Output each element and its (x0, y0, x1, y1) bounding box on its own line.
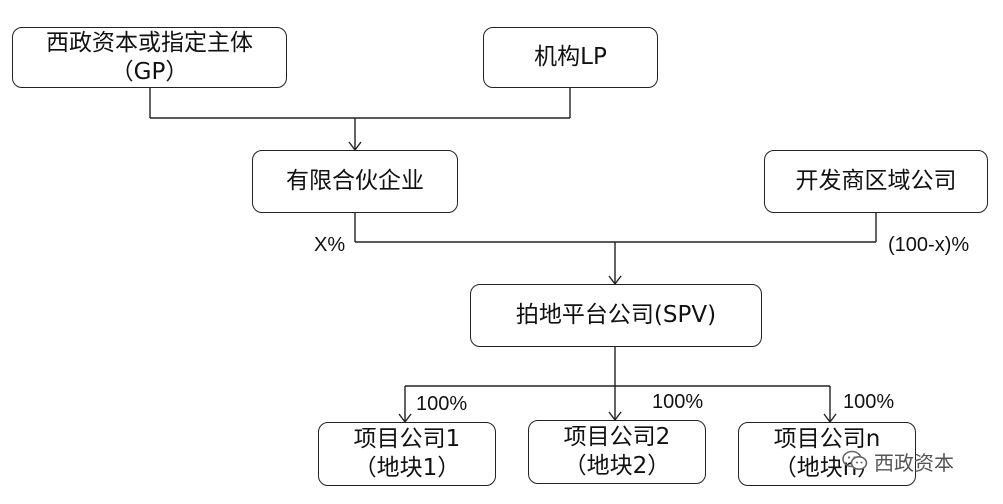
node-project2: 项目公司2 （地块2） (528, 420, 706, 484)
node-projectn: 项目公司n （地块n） (738, 422, 916, 486)
node-project1: 项目公司1 （地块1） (318, 422, 496, 486)
label-share-1: 100% (416, 393, 468, 415)
node-lp: 机构LP (483, 27, 658, 88)
node-project1-line1: 项目公司1 (353, 426, 461, 453)
node-spv-line1: 拍地平台公司(SPV) (515, 302, 717, 329)
node-gp-line1: 西政资本或指定主体 (46, 29, 253, 56)
node-project2-line2: （地块2） (563, 453, 671, 479)
label-share-2: 100% (652, 391, 704, 413)
node-project2-line1: 项目公司2 (563, 424, 671, 451)
node-partnership-line1: 有限合伙企业 (286, 168, 424, 195)
node-lp-line1: 机构LP (534, 44, 607, 71)
node-gp-line2: （GP） (110, 58, 189, 85)
node-gp: 西政资本或指定主体 （GP） (12, 27, 287, 88)
label-partnership-share: X% (314, 234, 346, 256)
watermark: 西政资本 (842, 446, 954, 476)
node-partnership: 有限合伙企业 (252, 150, 458, 213)
node-projectn-line1: 项目公司n (773, 426, 881, 453)
label-developer-share: (100-x)% (888, 234, 970, 256)
wechat-icon (842, 450, 868, 470)
watermark-text: 西政资本 (874, 450, 954, 475)
node-project1-line2: （地块1） (353, 455, 461, 481)
node-developer-line1: 开发商区域公司 (795, 168, 957, 195)
label-share-n: 100% (843, 391, 895, 413)
node-spv: 拍地平台公司(SPV) (470, 284, 762, 347)
node-developer: 开发商区域公司 (764, 150, 988, 213)
